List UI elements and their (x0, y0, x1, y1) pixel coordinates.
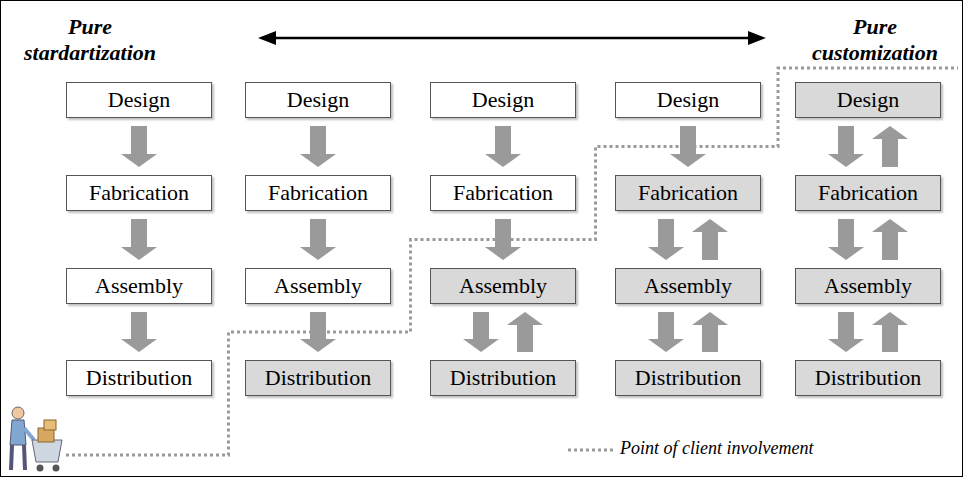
stage-box: Design (245, 82, 391, 118)
flow-arrow (692, 312, 728, 352)
stage-box: Distribution (245, 360, 391, 396)
stage-label: Distribution (444, 365, 562, 391)
stage-label: Distribution (809, 365, 927, 391)
flow-arrow (872, 219, 908, 260)
stage-label: Fabrication (83, 180, 195, 206)
flow-arrow (648, 219, 684, 260)
double-arrow (258, 31, 766, 45)
stage-label: Assembly (453, 273, 553, 299)
flow-arrow (485, 126, 521, 167)
stage-box: Fabrication (245, 175, 391, 211)
stage-box: Distribution (430, 360, 576, 396)
flow-arrow (121, 126, 157, 167)
extreme-label: Pure stardartization (20, 14, 160, 66)
stage-label: Distribution (629, 365, 747, 391)
stage-label: Fabrication (632, 180, 744, 206)
stage-box: Distribution (615, 360, 761, 396)
client-involvement-line (66, 68, 958, 455)
stage-label: Design (831, 87, 905, 113)
stage-label: Fabrication (812, 180, 924, 206)
stage-box: Assembly (245, 268, 391, 304)
legend-sample (568, 450, 613, 451)
stage-box: Design (795, 82, 941, 118)
stage-label: Fabrication (262, 180, 374, 206)
flow-arrow (300, 126, 336, 167)
flow-arrow (507, 312, 543, 352)
flow-arrow (670, 126, 706, 167)
flow-arrow (121, 312, 157, 352)
flow-arrow (485, 219, 521, 260)
stage-box: Fabrication (615, 175, 761, 211)
flow-arrow (463, 312, 499, 352)
flow-arrow (828, 126, 864, 167)
stage-label: Assembly (89, 273, 189, 299)
stage-label: Design (466, 87, 540, 113)
stage-label: Distribution (80, 365, 198, 391)
stage-label: Design (281, 87, 355, 113)
stage-label: Design (651, 87, 725, 113)
flow-arrow (121, 219, 157, 260)
stage-box: Fabrication (430, 175, 576, 211)
stage-box: Assembly (430, 268, 576, 304)
stage-box: Distribution (66, 360, 212, 396)
flow-arrow (300, 219, 336, 260)
flow-arrow (692, 219, 728, 260)
legend-text: Point of client involvement (620, 438, 813, 459)
flow-arrow (648, 312, 684, 352)
extreme-label: Pure customization (800, 14, 950, 66)
flow-arrow (872, 126, 908, 167)
stage-box: Distribution (795, 360, 941, 396)
stage-label: Fabrication (447, 180, 559, 206)
flow-arrow (828, 219, 864, 260)
stage-label: Distribution (259, 365, 377, 391)
stage-box: Assembly (66, 268, 212, 304)
stage-label: Design (102, 87, 176, 113)
stage-box: Design (66, 82, 212, 118)
stage-label: Assembly (638, 273, 738, 299)
stage-box: Fabrication (66, 175, 212, 211)
stage-box: Design (430, 82, 576, 118)
stage-label: Assembly (818, 273, 918, 299)
stage-box: Design (615, 82, 761, 118)
stage-box: Fabrication (795, 175, 941, 211)
stage-box: Assembly (795, 268, 941, 304)
flow-arrow (828, 312, 864, 352)
flow-arrow (872, 312, 908, 352)
stage-box: Assembly (615, 268, 761, 304)
stage-label: Assembly (268, 273, 368, 299)
shopper-icon (10, 407, 62, 472)
flow-arrow (300, 312, 336, 352)
